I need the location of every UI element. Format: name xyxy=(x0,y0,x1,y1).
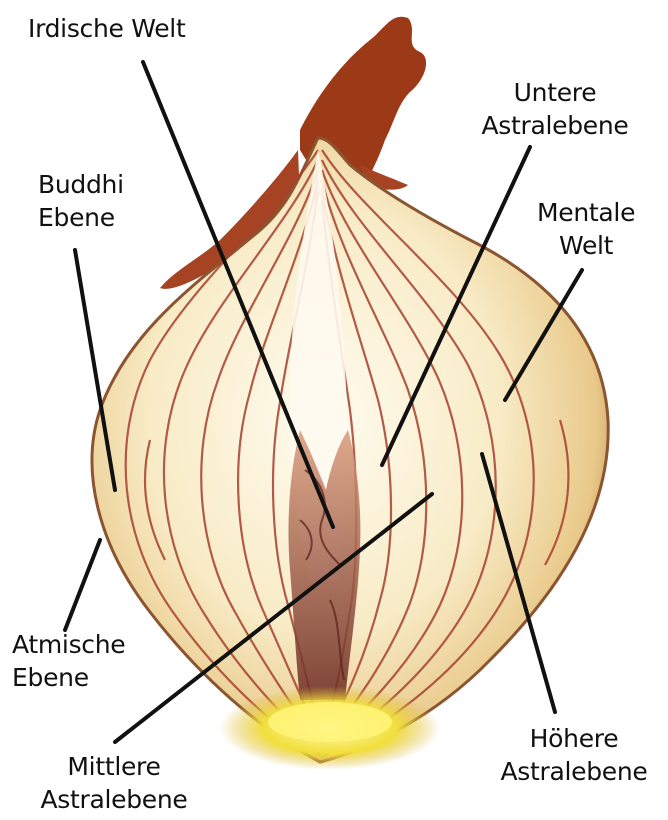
label-atmische-ebene: Atmische Ebene xyxy=(12,628,125,694)
label-untere-astralebene: Untere Astralebene xyxy=(470,76,640,142)
label-mittlere-astralebene-line1: Mittlere xyxy=(28,750,200,783)
label-atmische-ebene-line2: Ebene xyxy=(12,661,125,694)
label-irdische-welt: Irdische Welt xyxy=(28,12,185,45)
leader-line-atmische-ebene xyxy=(65,540,100,630)
label-hoehere-astralebene-line2: Astralebene xyxy=(488,755,660,788)
label-buddhi-ebene-line2: Ebene xyxy=(38,201,124,234)
label-mentale-welt-line2: Welt xyxy=(537,229,635,262)
label-hoehere-astralebene-line1: Höhere xyxy=(488,722,660,755)
label-irdische-welt-text: Irdische Welt xyxy=(28,12,185,45)
onion-base-core xyxy=(268,702,392,742)
label-untere-astralebene-line1: Untere xyxy=(470,76,640,109)
label-mentale-welt: Mentale Welt xyxy=(537,196,635,262)
label-buddhi-ebene-line1: Buddhi xyxy=(38,168,124,201)
label-mittlere-astralebene: Mittlere Astralebene xyxy=(28,750,200,816)
label-mittlere-astralebene-line2: Astralebene xyxy=(28,783,200,816)
label-untere-astralebene-line2: Astralebene xyxy=(470,109,640,142)
label-hoehere-astralebene: Höhere Astralebene xyxy=(488,722,660,788)
label-atmische-ebene-line1: Atmische xyxy=(12,628,125,661)
label-mentale-welt-line1: Mentale xyxy=(537,196,635,229)
label-buddhi-ebene: Buddhi Ebene xyxy=(38,168,124,234)
